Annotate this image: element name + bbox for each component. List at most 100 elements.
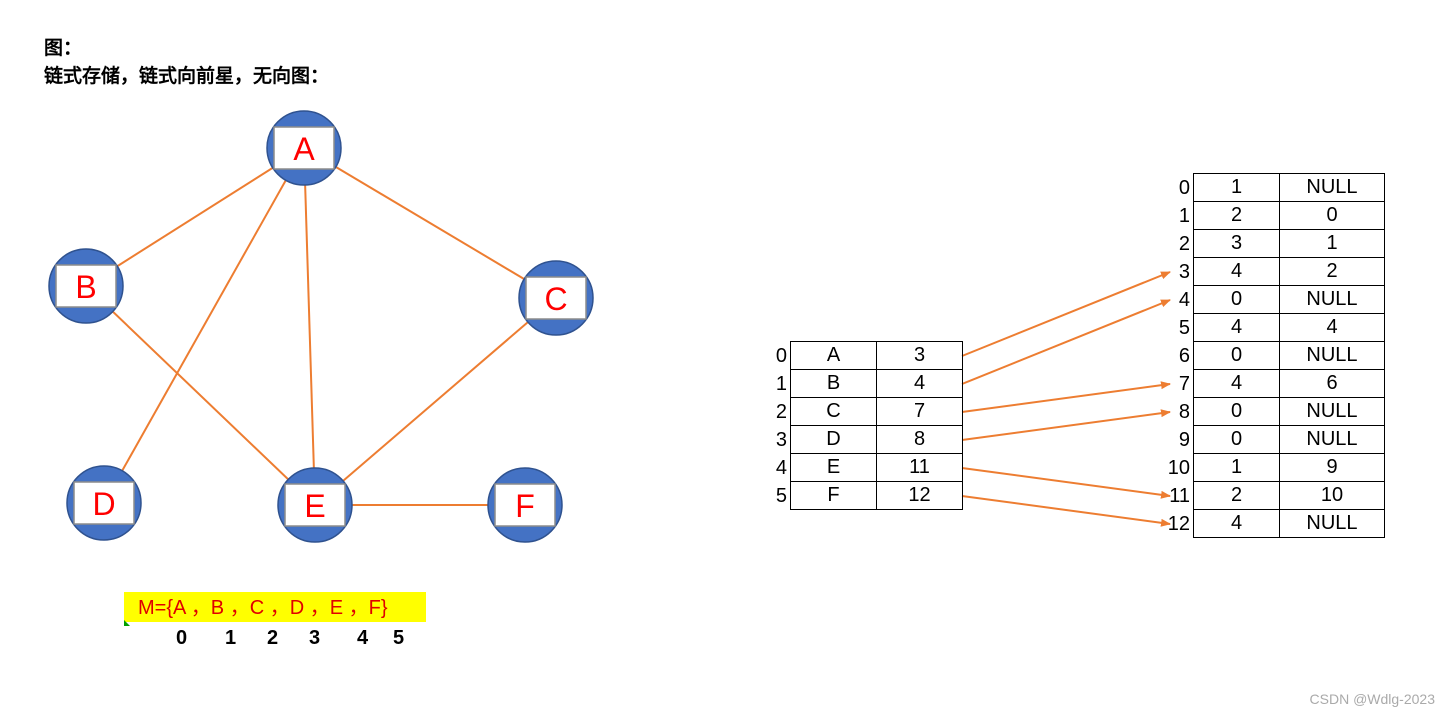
node-F: F [487, 467, 563, 543]
node-label-D: D [92, 486, 115, 522]
edge-table-cell: 2 [1193, 481, 1280, 510]
vt-idx-item: 3 [775, 429, 787, 451]
edge-table-cell: 0 [1193, 341, 1280, 370]
edge-table-cell: 0 [1193, 397, 1280, 426]
set-index: 4 [357, 627, 369, 649]
edge-table-cell: 9 [1279, 453, 1385, 482]
pointer-arrow-A [961, 271, 1171, 357]
pointer-arrow-B [961, 299, 1171, 385]
vertex-table-cell: F [790, 481, 877, 510]
edge-table-cell: 4 [1193, 509, 1280, 538]
node-label-A: A [293, 131, 315, 167]
edge-table-cell: 6 [1279, 369, 1385, 398]
vt-idx-item: 1 [775, 373, 787, 395]
edge-table-cell: NULL [1279, 173, 1385, 202]
edge-table-cell: 1 [1193, 453, 1280, 482]
vertex-table-cell: 7 [876, 397, 963, 426]
et-idx-item: 7 [1178, 373, 1190, 395]
set-index: 0 [176, 627, 188, 649]
edge-table-cell: 4 [1193, 369, 1280, 398]
vertex-table-cell: C [790, 397, 877, 426]
pointer-arrow-D [961, 409, 1171, 441]
node-C: C [518, 260, 594, 336]
et-idx-item: 8 [1178, 401, 1190, 423]
edge-table-cell: 1 [1279, 229, 1385, 258]
pointer-arrow-E [961, 467, 1171, 499]
vt-idx-item: 2 [775, 401, 787, 423]
edge-C-E [314, 297, 557, 506]
edge-table-cell: 0 [1279, 201, 1385, 230]
heading-line-2: 链式存储，链式向前星，无向图： [44, 65, 330, 87]
vertex-table-cell: E [790, 453, 877, 482]
node-A: A [266, 110, 342, 186]
node-E: E [277, 467, 353, 543]
et-idx-item: 12 [1167, 513, 1190, 535]
node-label-C: C [544, 281, 567, 317]
edge-table-cell: 2 [1279, 257, 1385, 286]
set-index: 3 [309, 627, 321, 649]
et-idx-item: 3 [1178, 261, 1190, 283]
vertex-table-cell: 8 [876, 425, 963, 454]
vertex-table-cell: B [790, 369, 877, 398]
cell-corner-marker [124, 620, 130, 626]
vertex-table-cell: 4 [876, 369, 963, 398]
set-index: 1 [225, 627, 237, 649]
vertex-table-cell: 11 [876, 453, 963, 482]
edge-table-cell: 4 [1279, 313, 1385, 342]
edge-table-cell: 0 [1193, 285, 1280, 314]
edge-table-cell: NULL [1279, 425, 1385, 454]
et-idx-item: 11 [1169, 485, 1190, 507]
edge-table-cell: NULL [1279, 509, 1385, 538]
heading-line-1: 图： [44, 37, 83, 59]
node-label-E: E [304, 488, 325, 524]
edge-A-B [85, 147, 305, 287]
watermark: CSDN @Wdlg-2023 [1309, 691, 1435, 707]
edge-table-cell: 4 [1193, 313, 1280, 342]
edge-B-E [85, 285, 316, 506]
vt-idx-item: 4 [775, 457, 787, 479]
edge-A-C [303, 147, 557, 299]
edge-table-cell: 4 [1193, 257, 1280, 286]
vertex-table-cell: D [790, 425, 877, 454]
et-idx-item: 5 [1178, 317, 1190, 339]
et-idx-item: 9 [1178, 429, 1190, 451]
et-idx-item: 10 [1167, 457, 1190, 479]
vertex-table-cell: 3 [876, 341, 963, 370]
et-idx-item: 1 [1178, 205, 1190, 227]
vertex-table-cell: 12 [876, 481, 963, 510]
edge-A-D [103, 147, 305, 504]
edge-table-cell: 0 [1193, 425, 1280, 454]
vt-idx-item: 0 [775, 345, 787, 367]
node-B: B [48, 248, 124, 324]
edge-table-cell: 2 [1193, 201, 1280, 230]
et-idx-item: 0 [1178, 177, 1190, 199]
edge-table-cell: NULL [1279, 285, 1385, 314]
vertex-table-cell: A [790, 341, 877, 370]
vt-idx-item: 5 [775, 485, 787, 507]
edge-table-cell: 1 [1193, 173, 1280, 202]
pointer-arrow-C [961, 381, 1171, 413]
node-label-B: B [75, 269, 96, 305]
pointer-arrow-F [961, 495, 1171, 527]
